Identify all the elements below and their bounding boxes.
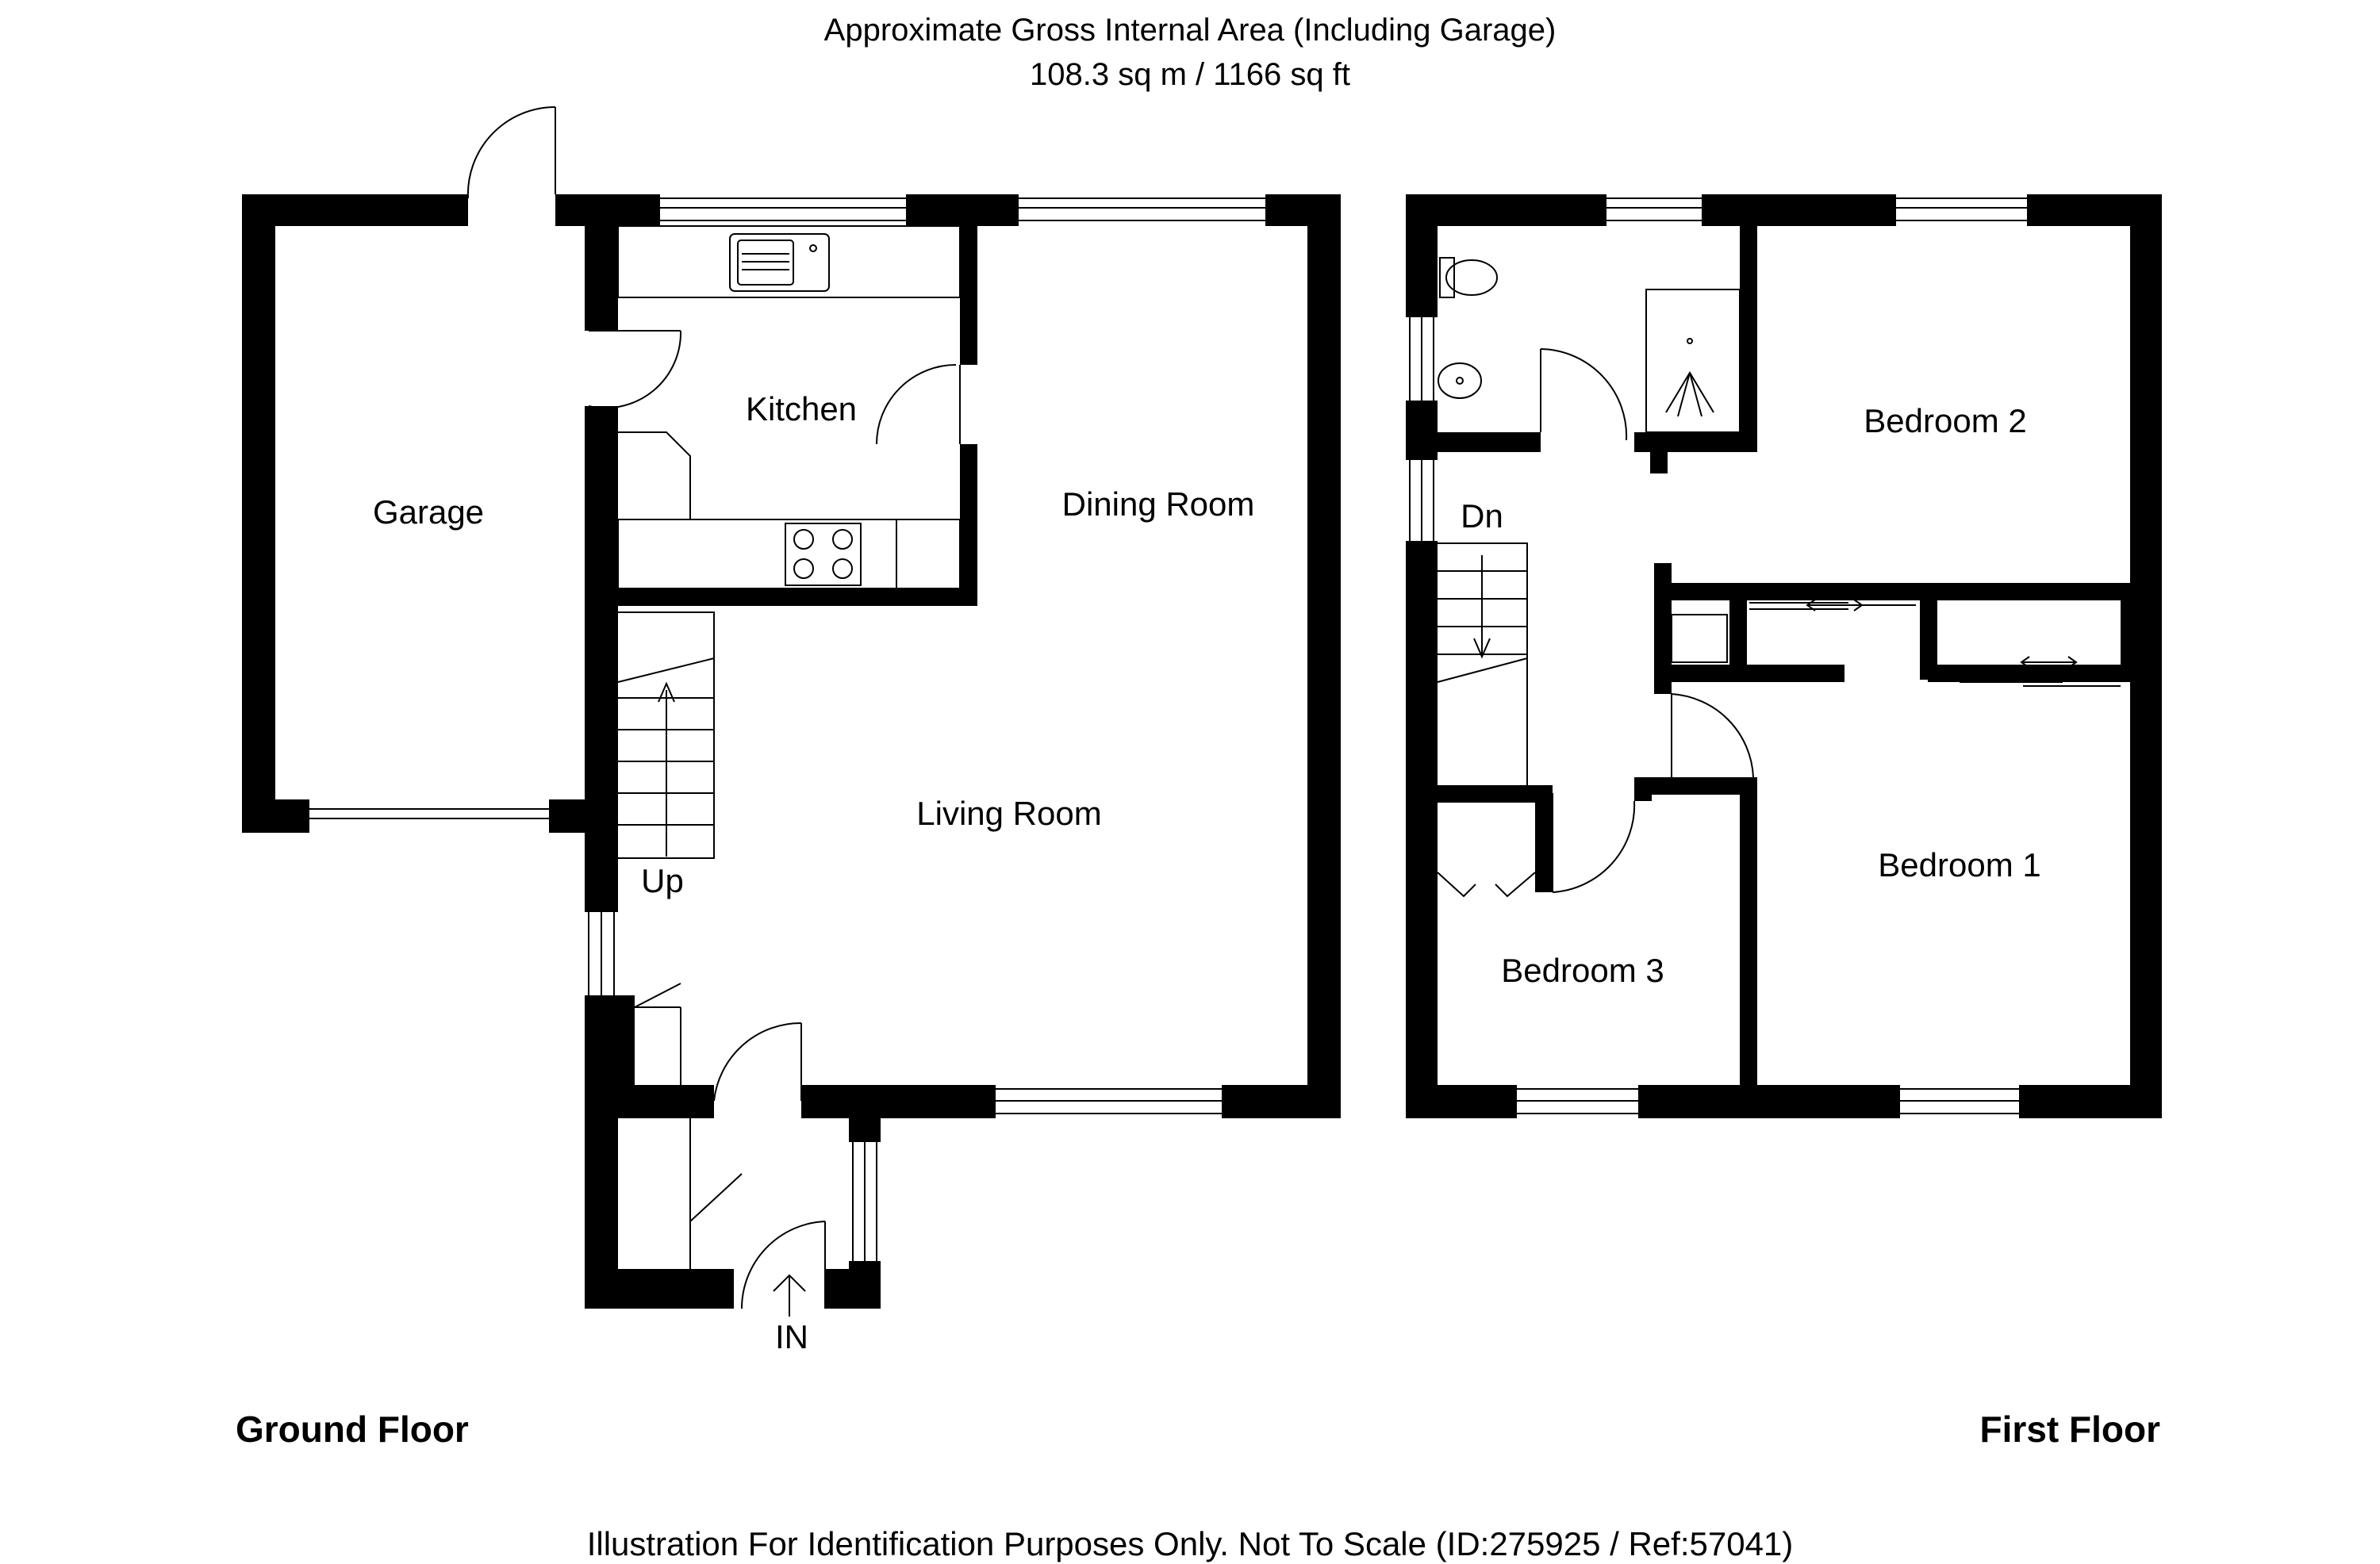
area-title: Approximate Gross Internal Area (Includi… xyxy=(823,13,1557,48)
room-label-bedroom-3: Bedroom 3 xyxy=(1501,952,1664,989)
room-label-garage: Garage xyxy=(373,493,484,531)
entrance-label: IN xyxy=(775,1318,808,1355)
floor-label-ground: Ground Floor xyxy=(236,1409,469,1450)
room-label-bedroom-2: Bedroom 2 xyxy=(1864,402,2026,439)
bathroom-fittings xyxy=(1438,257,1741,433)
stairs-down-label: Dn xyxy=(1461,497,1503,535)
floor-label-first: First Floor xyxy=(1980,1409,2161,1450)
room-label-living-room: Living Room xyxy=(916,795,1101,832)
entrance-arrow xyxy=(773,1274,806,1317)
ground-stairs xyxy=(617,611,715,859)
rear-door xyxy=(466,105,556,199)
garage-walls xyxy=(242,194,1341,1309)
ground-floor-plan xyxy=(242,105,1341,1317)
first-doors xyxy=(1437,348,2121,898)
ground-doors xyxy=(588,330,961,1309)
room-label-dining-room: Dining Room xyxy=(1062,485,1255,523)
disclaimer: Illustration For Identification Purposes… xyxy=(586,1525,1794,1562)
room-label-kitchen: Kitchen xyxy=(746,390,857,427)
first-floor-plan xyxy=(1406,194,2162,1118)
stairs-up-label: Up xyxy=(641,862,684,899)
kitchen-fittings xyxy=(617,225,961,589)
garage-door xyxy=(309,808,549,819)
room-label-bedroom-1: Bedroom 1 xyxy=(1878,846,2040,884)
first-walls xyxy=(1406,194,2162,1118)
ground-windows xyxy=(588,197,1265,1261)
first-windows xyxy=(1409,197,2027,1114)
area-value: 108.3 sq m / 1166 sq ft xyxy=(1030,57,1350,92)
first-stairs xyxy=(1437,542,1528,785)
